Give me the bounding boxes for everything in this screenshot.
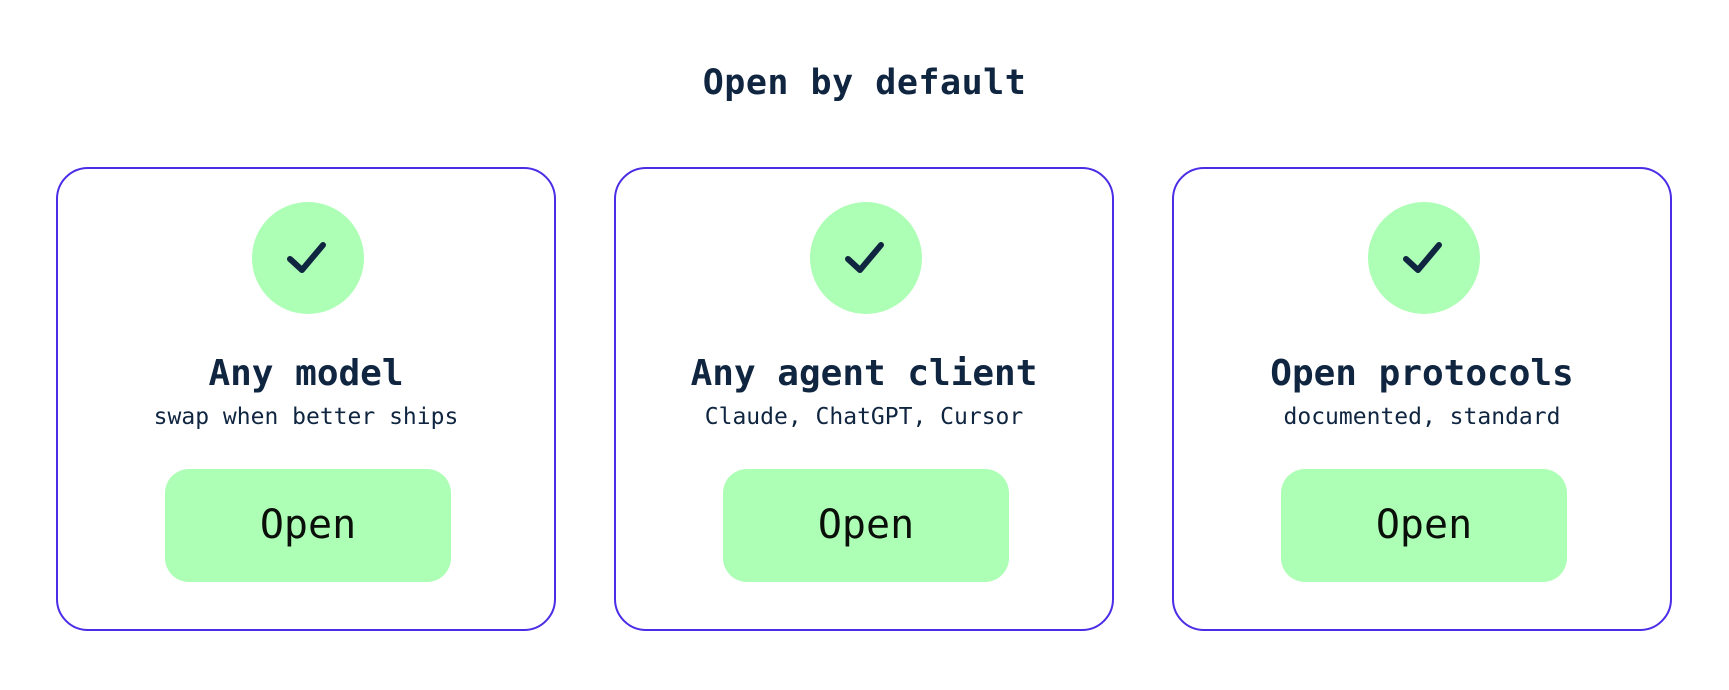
card-title: Any agent client xyxy=(690,353,1038,394)
card-subtitle: swap when better ships xyxy=(153,404,459,430)
check-icon xyxy=(1368,202,1480,314)
open-button[interactable]: Open xyxy=(165,469,451,582)
card-title: Open protocols xyxy=(1270,353,1574,394)
card-subtitle: Claude, ChatGPT, Cursor xyxy=(704,404,1024,430)
open-button[interactable]: Open xyxy=(1281,469,1567,582)
card-subtitle: documented, standard xyxy=(1283,404,1561,430)
card-open-protocols: Open protocols documented, standard Open xyxy=(1172,167,1672,631)
page-title: Open by default xyxy=(702,63,1027,103)
card-any-agent-client: Any agent client Claude, ChatGPT, Cursor… xyxy=(614,167,1114,631)
check-icon xyxy=(810,202,922,314)
card-any-model: Any model swap when better ships Open xyxy=(56,167,556,631)
check-icon xyxy=(252,202,364,314)
open-button[interactable]: Open xyxy=(723,469,1009,582)
card-title: Any model xyxy=(208,353,404,394)
